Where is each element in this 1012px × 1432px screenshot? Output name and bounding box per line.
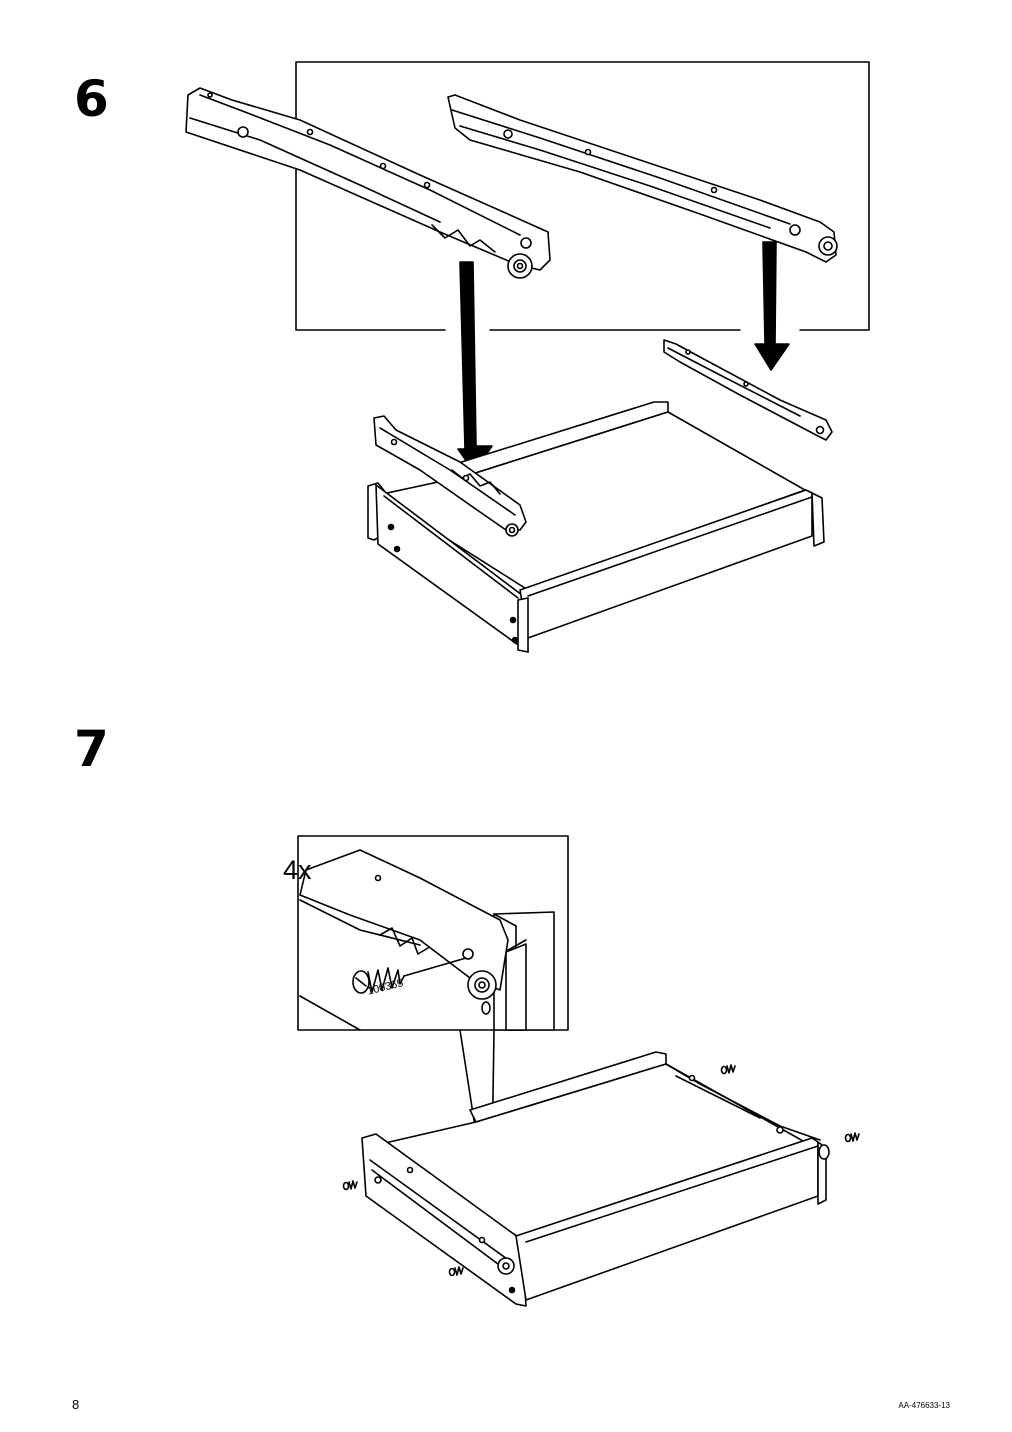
cabinet-rail-left — [374, 416, 526, 536]
detail-frame — [296, 62, 869, 330]
drawer-box-assembled — [362, 1052, 829, 1306]
document-code: AA-476633-13 — [898, 1401, 950, 1410]
arrow-down-left — [458, 262, 492, 472]
quantity-label: 4x — [283, 855, 312, 885]
step-6-number: 6 — [74, 70, 109, 128]
arrow-down-right — [755, 242, 789, 370]
screw-icon — [450, 1267, 464, 1276]
drawer-runner-right — [448, 95, 837, 262]
step-7-illustration — [298, 836, 859, 1306]
cabinet-rail-right — [664, 340, 832, 440]
screw-icon — [846, 1133, 860, 1142]
screw-icon — [344, 1181, 358, 1190]
screw-icon — [353, 958, 466, 993]
step-7-number: 7 — [74, 720, 109, 778]
drawer-runner-left — [186, 88, 550, 278]
screw-icon — [722, 1065, 736, 1074]
step-6-illustration — [186, 62, 869, 652]
page-number: 8 — [72, 1397, 80, 1412]
drawer-box — [368, 402, 824, 652]
